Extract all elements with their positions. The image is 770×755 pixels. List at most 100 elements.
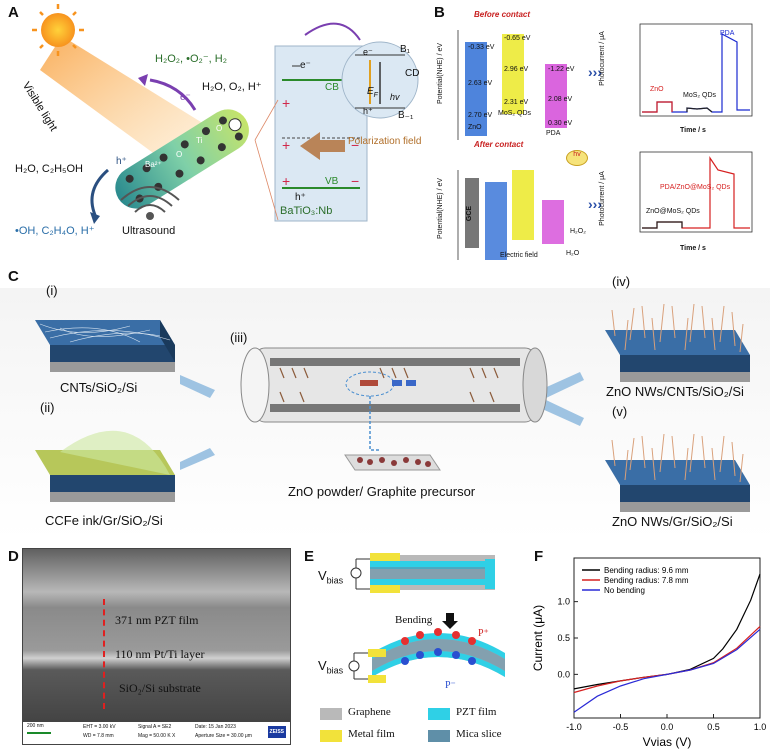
b-hv-icon: hv xyxy=(566,150,588,166)
x-tick-label: 1.0 xyxy=(754,722,766,732)
b-h2o2: H₂O₂ xyxy=(570,228,586,235)
c-iii: (iii) xyxy=(230,330,248,345)
zno-cb: -0.33 eV xyxy=(468,44,495,51)
c-label-i: CNTs/SiO₂/Si xyxy=(60,380,138,395)
ultrasound-icon xyxy=(120,186,180,220)
y-tick-label: 0.0 xyxy=(557,669,570,679)
meta-eht: EHT = 3.00 kV xyxy=(83,724,116,730)
photocurrent-chart-1 xyxy=(639,23,753,117)
x-tick-label: -0.5 xyxy=(613,722,629,732)
arrow-top xyxy=(149,78,197,111)
after-contact: After contact xyxy=(474,140,524,149)
cd-hole: h⁺ xyxy=(363,106,373,116)
y-tick-label: 1.0 xyxy=(557,597,570,607)
svg-text:+: + xyxy=(282,95,290,111)
panel-c-graphic xyxy=(35,303,750,512)
vbias-top: Vbias xyxy=(318,568,343,586)
arrow-chevrons-1: ››› xyxy=(588,64,602,80)
vbias-bottom-sub: bias xyxy=(326,665,344,676)
layer-pzt: 371 nm PZT film xyxy=(115,613,199,627)
vbias-top-main: V xyxy=(318,568,327,583)
legend-pzt: PZT film xyxy=(456,706,497,718)
c-label-iii: ZnO powder/ Graphite precursor xyxy=(288,484,476,499)
meta-mag: Mag = 50.00 K X xyxy=(138,733,176,739)
arrow-left xyxy=(90,168,109,216)
b1-label: B₁ xyxy=(400,44,411,55)
series-line-2 xyxy=(573,628,761,713)
c-ii: (ii) xyxy=(40,400,55,415)
arrow-chevrons-2: ››› xyxy=(588,196,602,212)
legend-metal: Metal film xyxy=(348,728,395,740)
c-i: (i) xyxy=(46,283,58,298)
pda-cb: -1.22 eV xyxy=(548,66,575,73)
legend-label-2: No bending xyxy=(604,586,645,595)
mos-cb: -0.65 eV xyxy=(504,35,531,42)
p-plus: P⁺ xyxy=(478,628,489,639)
ef-main: E xyxy=(367,86,374,97)
c-label-ii: CCFe ink/Gr/SiO₂/Si xyxy=(45,513,163,528)
ef-label: EF xyxy=(367,86,378,99)
x-tick-label: -1.0 xyxy=(566,722,582,732)
before-contact: Before contact xyxy=(474,10,531,19)
panel-a-graphic: +++ −−− xyxy=(32,4,419,224)
reactants-top: H₂O, O₂, H⁺ xyxy=(202,81,262,93)
panel-b-bands xyxy=(457,30,567,260)
panel-b-letter: B xyxy=(434,4,445,21)
x-tick-label: 0.5 xyxy=(707,722,720,732)
ef-sub: F xyxy=(373,92,378,99)
zeiss-logo: ZEISS xyxy=(267,726,286,738)
panel-e-graphic xyxy=(348,553,505,683)
panel-d-letter: D xyxy=(8,548,19,565)
b-hv: hv xyxy=(573,151,581,158)
p-minus: P⁻ xyxy=(445,680,456,691)
swatch-metal xyxy=(320,730,342,742)
b-ylabel-2: Potential(NHE) / eV xyxy=(437,177,445,240)
ultrasound-label: Ultrasound xyxy=(122,225,176,237)
photocurrent-chart-2 xyxy=(639,151,753,233)
chart1-ylabel: Photocurrent / μA xyxy=(598,31,606,86)
chart2-xlabel: Time / s xyxy=(680,245,706,252)
substrate-iv xyxy=(605,303,750,382)
sun-icon xyxy=(32,4,84,56)
panel-f-letter: F xyxy=(534,548,544,565)
swatch-pzt xyxy=(428,708,450,720)
vbias-top-sub: bias xyxy=(326,575,344,586)
legend-graphene: Graphene xyxy=(348,706,391,718)
panel-a-letter: A xyxy=(8,4,19,21)
bm1-label: B₋₁ xyxy=(398,110,414,121)
x-tick-label: 0.0 xyxy=(661,722,674,732)
scale-bar-label: 200 nm xyxy=(27,723,44,729)
vbias-bottom: Vbias xyxy=(318,658,343,676)
svg-text:−: − xyxy=(351,173,359,189)
tube-furnace xyxy=(240,347,548,423)
polarization-arrow xyxy=(300,132,345,160)
swatch-graphene xyxy=(320,708,342,720)
pda-vb: 0.30 eV xyxy=(548,120,573,127)
swatch-mica xyxy=(428,730,450,742)
meta-wd: WD = 7.8 mm xyxy=(83,733,114,739)
gce-label: GCE xyxy=(466,205,474,222)
chart1-xlabel: Time / s xyxy=(680,127,706,134)
mos-gap: 2.96 eV xyxy=(504,66,529,73)
products-top: H₂O₂, •O₂⁻, H₂ xyxy=(155,53,227,65)
substrate-v xyxy=(605,433,750,512)
rod-label-o1: O xyxy=(176,150,183,159)
vbias-bottom-main: V xyxy=(318,658,327,673)
cb-electron: e⁻ xyxy=(300,60,311,71)
y-tick-label: 0.5 xyxy=(557,633,570,643)
chart1-mos2: MoS₂ QDs xyxy=(683,92,717,99)
chart2-ylabel: Photocurrent / μA xyxy=(598,171,606,226)
b-h2o: H₂O xyxy=(566,250,580,257)
cd-label: CD xyxy=(405,68,420,79)
zno-gap: 2.63 eV xyxy=(468,80,493,87)
series-line-0 xyxy=(573,573,761,690)
rod-label-o2: O xyxy=(216,124,223,133)
chart2-znomos: ZnO@MoS₂ QDs xyxy=(646,208,700,215)
panel-c-letter: C xyxy=(8,268,19,285)
reactants-left: H₂O, C₂H₅OH xyxy=(15,163,83,175)
zno-vb: 2.70 eV xyxy=(468,112,493,119)
x-axis-label: Vvias (V) xyxy=(643,735,692,749)
zno-label: ZnO xyxy=(468,124,482,131)
scale-bar xyxy=(27,732,51,734)
